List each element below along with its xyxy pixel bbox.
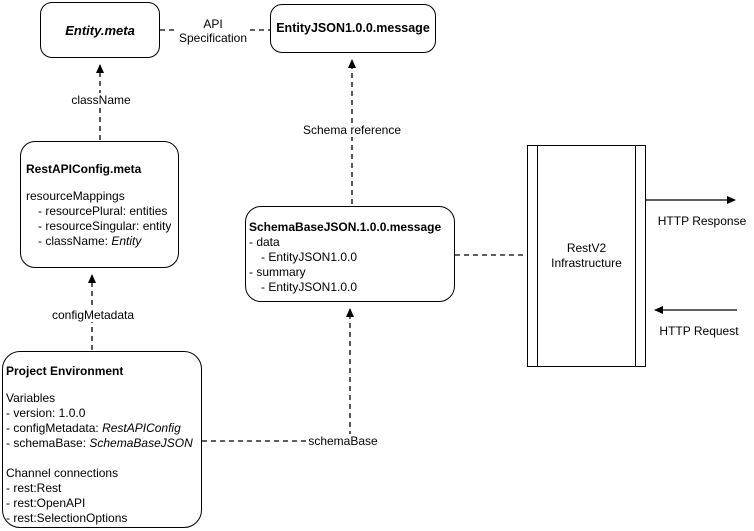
edge-label-config-metadata: configMetadata [49,308,137,322]
node-project-environment: Project Environment Variables - version:… [2,351,202,528]
box-line: Channel connections [6,466,119,480]
node-rest-api-config: RestAPIConfig.meta resourceMappings - re… [20,141,179,268]
edge-label-http-response: HTTP Response [655,214,749,228]
box-line: - className: Entity [38,234,142,248]
node-restv2-infrastructure: RestV2 Infrastructure [527,145,646,367]
node-schema-base-json: SchemaBaseJSON.1.0.0.message - data - En… [245,206,455,302]
edge-label-class-name: className [69,93,133,107]
node-restv2-infrastructure-title: RestV2 Infrastructure [551,241,622,270]
box-line: - EntityJSON1.0.0 [261,280,358,294]
node-schema-base-json-title: SchemaBaseJSON.1.0.0.message [249,220,442,234]
box-line: - rest:SelectionOptions [6,511,128,525]
edge-label-schema-base: schemaBase [306,434,380,448]
node-entity-meta-title: Entity.meta [65,22,135,38]
node-project-environment-title: Project Environment [6,364,124,378]
box-line: Variables [6,391,56,405]
edge-label-http-request: HTTP Request [657,324,741,338]
edge-label-schema-reference: Schema reference [300,123,404,137]
node-entity-meta: Entity.meta [40,2,160,58]
blank-line [6,451,198,466]
component-bar-left [537,146,538,366]
box-line: - version: 1.0.0 [6,406,86,420]
box-line: - rest:Rest [6,481,62,495]
box-line: - schemaBase: SchemaBaseJSON [6,436,193,450]
edge-label-api-specification: API Specification [176,17,250,45]
node-rest-api-config-title: RestAPIConfig.meta [26,162,142,176]
node-entity-json-message: EntityJSON1.0.0.message [270,4,436,53]
box-line: - EntityJSON1.0.0 [261,250,358,264]
box-line: - resourceSingular: entity [38,219,172,233]
edge-schema-base-arrow [202,308,354,442]
node-entity-json-message-title: EntityJSON1.0.0.message [276,21,430,35]
box-line: - rest:OpenAPI [6,496,86,510]
box-line: resourceMappings [26,189,125,203]
box-line: - summary [249,265,306,279]
component-bar-right [635,146,636,366]
box-line: - configMetadata: RestAPIConfig [6,421,181,435]
box-line: - data [249,235,280,249]
box-line: - resourcePlural: entities [38,204,168,218]
